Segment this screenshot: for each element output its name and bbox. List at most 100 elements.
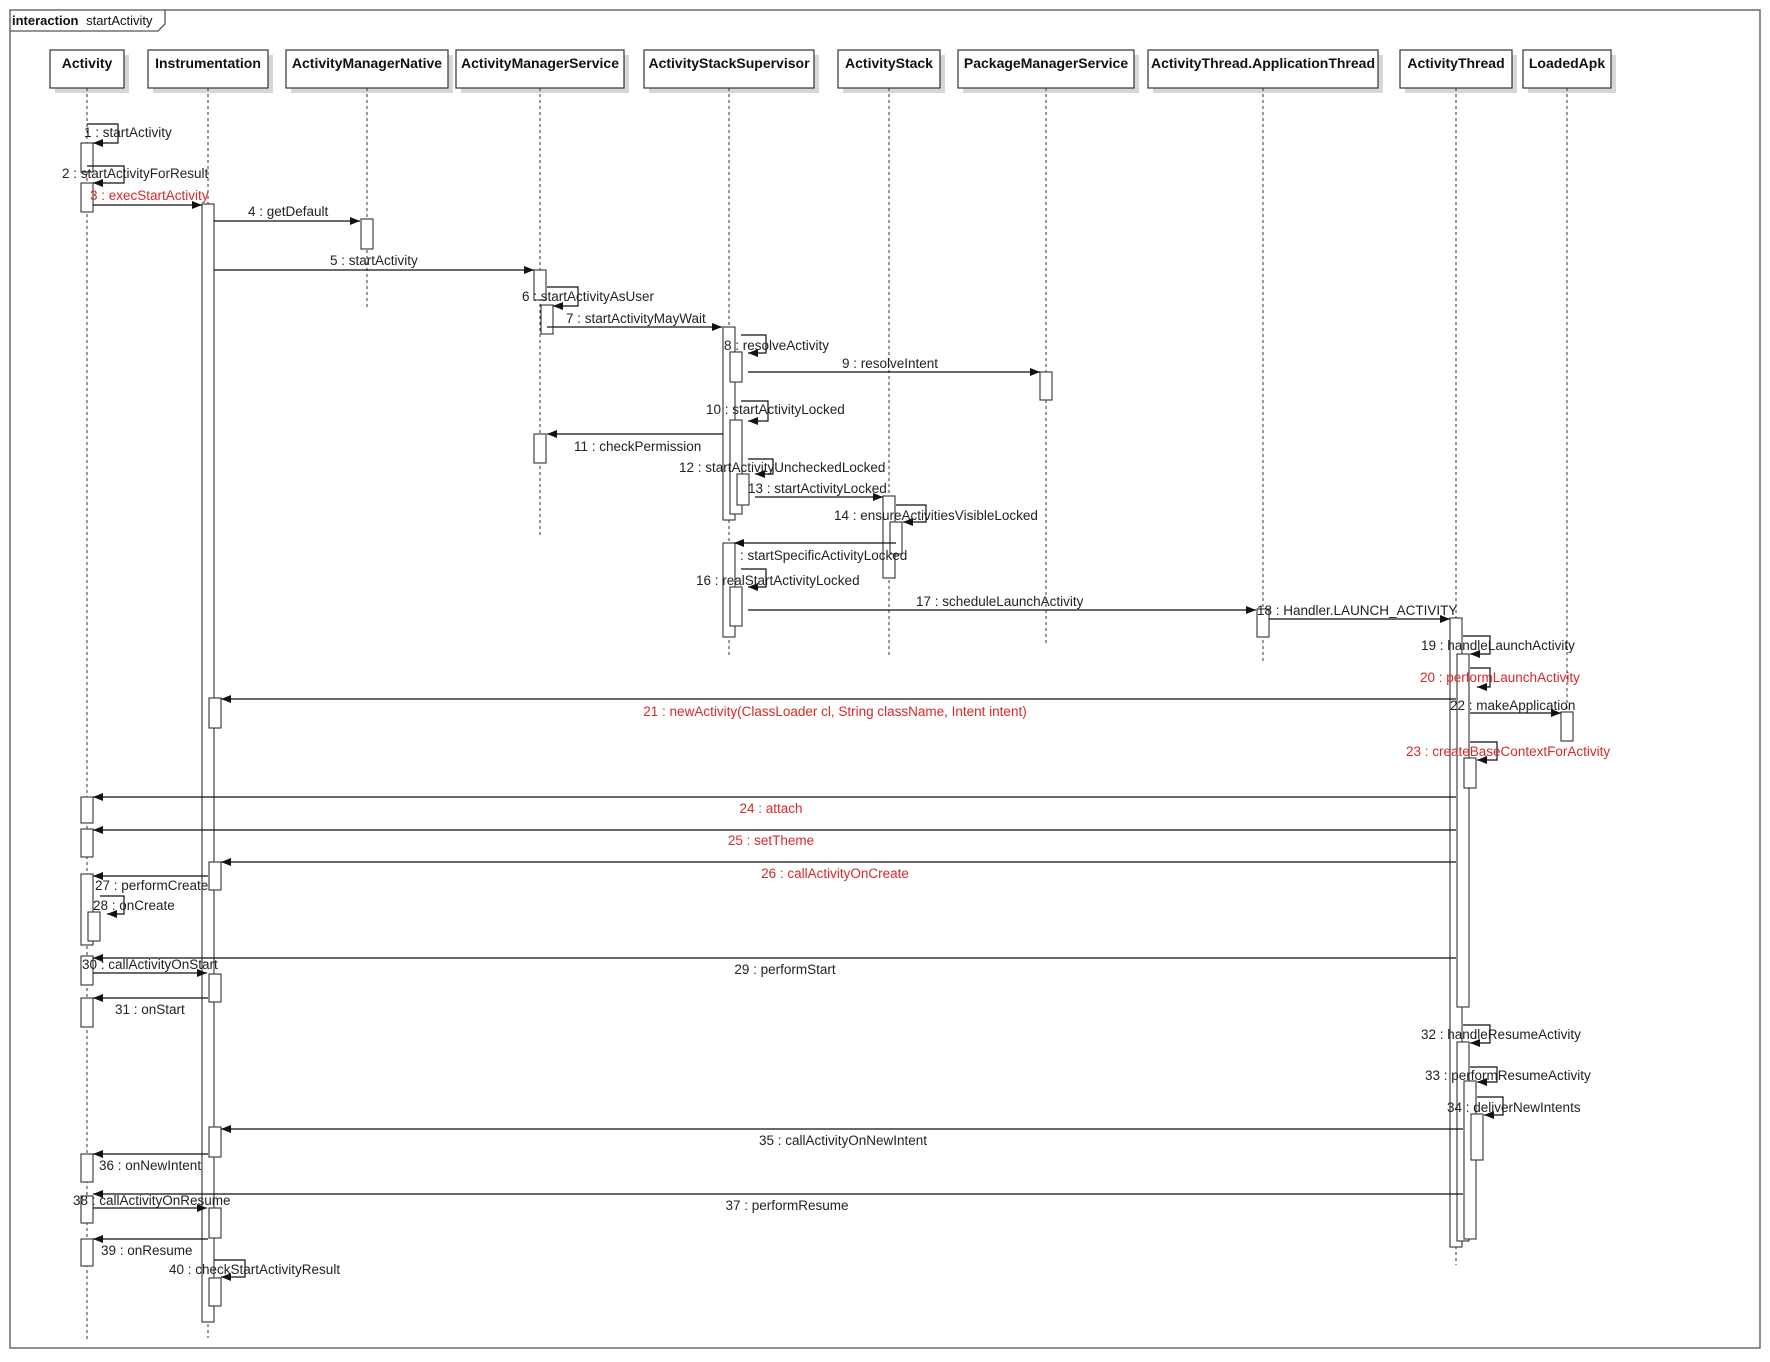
- activation-instrumentation: [208, 973, 222, 1003]
- message-3: 3 : execStartActivity: [90, 188, 209, 209]
- message-label: 17 : scheduleLaunchActivity: [916, 594, 1084, 609]
- message-9: 9 : resolveIntent: [748, 356, 1040, 376]
- activation-bars: [80, 142, 1574, 1323]
- activation-ass: [729, 351, 743, 383]
- message-11: 11 : checkPermission: [547, 430, 723, 454]
- message-label: 25 : setTheme: [728, 833, 814, 848]
- message-label: 2 : startActivityForResult: [62, 166, 209, 181]
- message-label: 38 : callActivityOnResume: [73, 1193, 231, 1208]
- lifeline-ass: ActivityStackSupervisor: [643, 49, 819, 655]
- activation-activity: [80, 796, 94, 824]
- activation-appthread: [1256, 608, 1270, 638]
- message-24: 24 : attach: [93, 793, 1456, 816]
- message-label: 16 : realStartActivityLocked: [696, 573, 860, 588]
- message-label: 32 : handleResumeActivity: [1421, 1027, 1581, 1042]
- lifeline-appthread: ActivityThread.ApplicationThread: [1147, 49, 1383, 662]
- lifeline-label-instrumentation: Instrumentation: [155, 55, 261, 71]
- lifeline-label-ass: ActivityStackSupervisor: [648, 55, 810, 71]
- message-39: 39 : onResume: [93, 1235, 208, 1258]
- message-label: 18 : Handler.LAUNCH_ACTIVITY: [1257, 603, 1457, 618]
- activation-instrumentation: [201, 203, 215, 1323]
- message-label: 7 : startActivityMayWait: [566, 311, 706, 326]
- message-7: 7 : startActivityMayWait: [547, 311, 722, 331]
- message-38: 38 : callActivityOnResume: [73, 1193, 231, 1212]
- message-18: 18 : Handler.LAUNCH_ACTIVITY: [1257, 603, 1457, 623]
- svg-text:interaction startActivit: interaction startActivity: [12, 13, 153, 28]
- self-message-arrow: [1463, 635, 1491, 658]
- message-label: 11 : checkPermission: [574, 439, 701, 454]
- activation-instrumentation: [208, 861, 222, 891]
- activation-activity: [80, 182, 94, 213]
- message-label: 8 : resolveActivity: [724, 338, 829, 353]
- message-26: 26 : callActivityOnCreate: [221, 858, 1456, 881]
- self-message-arrow: [100, 895, 125, 918]
- activation-ams: [533, 433, 547, 464]
- activation-pms: [1039, 371, 1053, 401]
- self-message-arrow: [741, 400, 769, 425]
- lifeline-label-as: ActivityStack: [845, 55, 933, 71]
- message-label: 23 : createBaseContextForActivity: [1406, 744, 1610, 759]
- message-13: 13 : startActivityLocked: [748, 481, 887, 501]
- activation-at: [1463, 757, 1477, 789]
- self-message-arrow: [741, 568, 767, 591]
- activation-ams: [540, 304, 554, 335]
- lifelines: Activity Instrumentation ActivityManagerNa…: [49, 49, 1616, 1340]
- lifeline-head-ams: [455, 49, 625, 89]
- activation-ass: [736, 473, 750, 506]
- lifeline-head-pms: [957, 49, 1135, 89]
- lifeline-label-ams: ActivityManagerService: [461, 55, 619, 71]
- activation-activity: [80, 997, 94, 1028]
- message-36: 36 : onNewIntent: [93, 1150, 208, 1173]
- message-label: 10 : startActivityLocked: [706, 402, 845, 417]
- message-label: 30 : callActivityOnStart: [82, 957, 218, 972]
- frame-keyword: interaction: [12, 13, 79, 28]
- message-20: 20 : performLaunchActivity: [1420, 667, 1580, 691]
- message-2: 2 : startActivityForResult: [62, 165, 209, 187]
- message-37: 37 : performResume: [93, 1190, 1463, 1213]
- activation-ass: [729, 586, 743, 627]
- message-5: 5 : startActivity: [214, 253, 534, 274]
- message-label: 5 : startActivity: [330, 253, 418, 268]
- message-label: 12 : startActivityUncheckedLocked: [679, 460, 885, 475]
- activation-ams: [533, 269, 547, 301]
- message-12: 12 : startActivityUncheckedLocked: [679, 458, 885, 478]
- lifeline-head-appthread: [1147, 49, 1379, 89]
- activation-at: [1470, 1113, 1484, 1161]
- activation-instrumentation: [208, 1207, 222, 1239]
- message-label: 19 : handleLaunchActivity: [1421, 638, 1575, 653]
- activation-activity: [87, 911, 101, 942]
- activation-amn: [360, 218, 374, 250]
- message-label: 14 : ensureActivitiesVisibleLocked: [834, 508, 1038, 523]
- activation-instrumentation: [208, 1126, 222, 1158]
- message-28: 28 : onCreate: [93, 895, 175, 918]
- interaction-frame: interaction startActivity: [9, 9, 1761, 1349]
- lifeline-label-la: LoadedApk: [1529, 55, 1605, 71]
- message-10: 10 : startActivityLocked: [706, 400, 845, 425]
- lifeline-label-amn: ActivityManagerNative: [292, 55, 442, 71]
- activation-activity: [80, 955, 94, 986]
- message-label: 28 : onCreate: [93, 898, 175, 913]
- message-6: 6 : startActivityAsUser: [522, 286, 655, 310]
- message-label: 35 : callActivityOnNewIntent: [759, 1133, 927, 1148]
- self-message-arrow: [741, 334, 767, 357]
- message-label: : startSpecificActivityLocked: [740, 548, 907, 563]
- message-label: 21 : newActivity(ClassLoader cl, String …: [643, 704, 1026, 719]
- message-label: 34 : deliverNewIntents: [1447, 1100, 1581, 1115]
- frame-name: startActivity: [86, 13, 153, 28]
- self-message-arrow: [748, 458, 774, 478]
- message-label: 24 : attach: [739, 801, 802, 816]
- lifeline-ams: ActivityManagerService: [455, 49, 629, 535]
- lifeline-as: ActivityStack: [837, 49, 945, 655]
- lifeline-activity: Activity: [49, 49, 129, 1340]
- message-label: 29 : performStart: [734, 962, 836, 977]
- activation-at: [1456, 653, 1470, 1008]
- message-label: 27 : performCreate: [95, 878, 208, 893]
- lifeline-la: LoadedApk: [1522, 49, 1616, 728]
- message-label: 39 : onResume: [101, 1243, 193, 1258]
- message-27: 27 : performCreate: [93, 872, 208, 893]
- message-33: 33 : performResumeActivity: [1425, 1066, 1591, 1086]
- message-label: 31 : onStart: [115, 1002, 185, 1017]
- message-8: 8 : resolveActivity: [724, 334, 829, 357]
